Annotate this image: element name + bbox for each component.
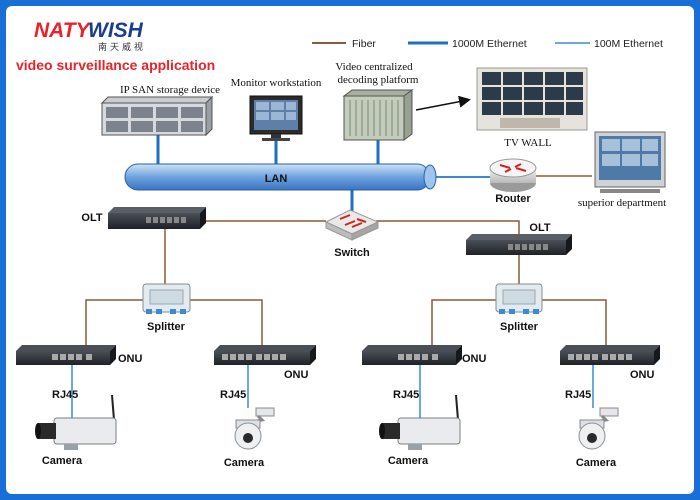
router-device bbox=[489, 158, 537, 192]
legend-1000m-label: 1000M Ethernet bbox=[452, 38, 527, 50]
olt-right-label: OLT bbox=[529, 222, 550, 234]
dome-camera-4 bbox=[578, 407, 619, 450]
diagram-title: video surveillance application bbox=[16, 57, 215, 73]
camera-1-label: Camera bbox=[42, 455, 83, 467]
switch-device bbox=[324, 209, 380, 241]
router-label: Router bbox=[495, 193, 531, 205]
onu-3-device bbox=[362, 345, 462, 365]
box-camera-1 bbox=[35, 394, 117, 450]
brand-logo: NATY WISH 南天威视 bbox=[34, 19, 146, 53]
monitor-workstation bbox=[249, 95, 303, 141]
ip-san-device bbox=[100, 95, 214, 137]
rj45-1-label: RJ45 bbox=[52, 389, 78, 401]
rj45-4-label: RJ45 bbox=[565, 389, 591, 401]
ip-san-label: IP SAN storage device bbox=[120, 84, 220, 96]
diagram-frame: NATY WISH 南天威视 video surveillance applic… bbox=[6, 6, 694, 494]
onu-2-device bbox=[214, 345, 316, 365]
brand-chinese-name: 南天威视 bbox=[98, 41, 146, 53]
decoding-platform bbox=[342, 89, 414, 141]
olt-left-device bbox=[108, 207, 206, 229]
onu-4-label: ONU bbox=[630, 369, 655, 381]
brand-name-part2: WISH bbox=[88, 19, 144, 42]
superior-label: superior department bbox=[578, 197, 666, 209]
tv-wall-label: TV WALL bbox=[504, 137, 552, 149]
lan-bus: LAN bbox=[124, 163, 437, 191]
onu-1-device bbox=[16, 345, 116, 365]
splitter-left-device bbox=[142, 283, 191, 314]
legend: Fiber 1000M Ethernet 100M Ethernet bbox=[312, 38, 663, 50]
camera-4-label: Camera bbox=[576, 457, 617, 469]
superior-department-pc bbox=[594, 131, 666, 193]
legend-fiber-label: Fiber bbox=[352, 38, 376, 50]
connections bbox=[71, 135, 607, 418]
onu-4-device bbox=[560, 345, 660, 365]
rj45-2-label: RJ45 bbox=[220, 389, 246, 401]
olt-right-device bbox=[466, 234, 572, 255]
network-diagram: NATY WISH 南天威视 video surveillance applic… bbox=[16, 19, 666, 469]
splitter-right-device bbox=[495, 283, 543, 314]
camera-3-label: Camera bbox=[388, 455, 429, 467]
switch-label: Switch bbox=[334, 247, 370, 259]
decoding-label-line1: Video centralized bbox=[335, 61, 413, 73]
olt-left-label: OLT bbox=[81, 212, 102, 224]
lan-label: LAN bbox=[265, 173, 288, 185]
decoding-to-tvwall-arrow bbox=[415, 95, 471, 111]
box-camera-3 bbox=[379, 394, 461, 450]
splitter-left-label: Splitter bbox=[147, 321, 186, 333]
onu-2-label: ONU bbox=[284, 369, 309, 381]
tv-wall bbox=[476, 67, 588, 131]
onu-1-label: ONU bbox=[118, 353, 143, 365]
brand-name-part1: NATY bbox=[34, 19, 92, 42]
rj45-3-label: RJ45 bbox=[393, 389, 419, 401]
dome-camera-2 bbox=[234, 407, 275, 450]
splitter-right-label: Splitter bbox=[500, 321, 539, 333]
decoding-label-line2: decoding platform bbox=[338, 74, 419, 86]
monitor-label: Monitor workstation bbox=[231, 77, 322, 89]
onu-3-label: ONU bbox=[462, 353, 487, 365]
legend-100m-label: 100M Ethernet bbox=[594, 38, 663, 50]
camera-2-label: Camera bbox=[224, 457, 265, 469]
